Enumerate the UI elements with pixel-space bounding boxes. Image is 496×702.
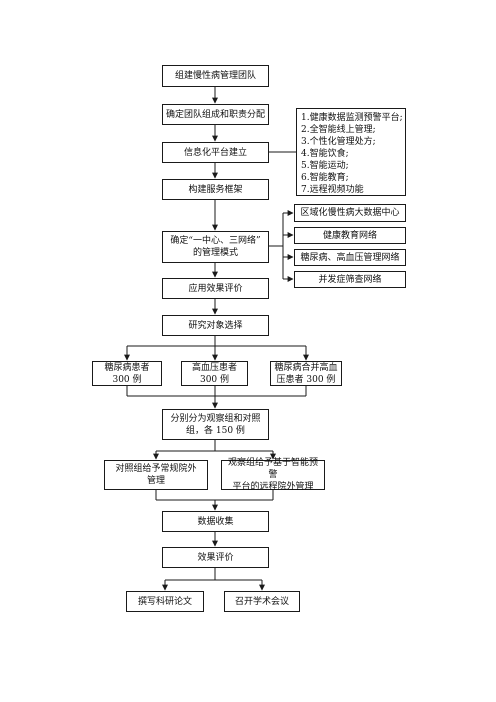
node-network-education: 健康教育网络: [294, 227, 406, 244]
node-group-hypertension: 高血压患者 300 例: [181, 361, 248, 386]
node-conference: 召开学术会议: [224, 591, 300, 612]
node-management-mode: 确定“一中心、三网络” 的管理模式: [162, 231, 269, 263]
node-effect-eval-1: 应用效果评价: [162, 278, 269, 299]
node-network-dmhtn: 糖尿病、高血压管理网络: [294, 249, 406, 266]
node-data-collection: 数据收集: [162, 511, 269, 532]
feature-item: 5.智能运动;: [301, 161, 349, 171]
feature-item: 2.全智能线上管理;: [301, 125, 376, 135]
node-build-team: 组建慢性病管理团队: [162, 65, 269, 87]
node-subject-select: 研究对象选择: [162, 315, 269, 336]
feature-item: 3.个性化管理处方;: [301, 137, 376, 147]
node-info-platform: 信息化平台建立: [162, 142, 269, 163]
node-write-paper: 撰写科研论文: [126, 591, 204, 612]
feature-item: 4.智能饮食;: [301, 149, 349, 159]
node-observation-group: 观察组给予基于智能预警 平台的远程院外管理: [221, 458, 325, 492]
platform-features-box: 1.健康数据监测预警平台; 2.全智能线上管理; 3.个性化管理处方; 4.智能…: [296, 108, 406, 196]
node-service-framework: 构建服务框架: [162, 179, 269, 200]
node-effect-eval-2: 效果评价: [162, 547, 269, 568]
feature-item: 6.智能教育;: [301, 173, 349, 183]
node-team-roles: 确定团队组成和职责分配: [162, 104, 269, 125]
node-grouping: 分别分为观察组和对照 组，各 150 例: [162, 409, 269, 440]
feature-item: 7.远程视频功能: [301, 185, 364, 195]
feature-item: 1.健康数据监测预警平台;: [301, 113, 403, 123]
node-group-diabetes: 糖尿病患者 300 例: [92, 361, 162, 386]
node-group-combined: 糖尿病合并高血 压患者 300 例: [270, 361, 342, 386]
node-network-complication: 并发症筛查网络: [294, 271, 406, 288]
node-network-center: 区域化慢性病大数据中心: [294, 204, 406, 222]
node-control-group: 对照组给予常规院外 管理: [104, 460, 208, 490]
